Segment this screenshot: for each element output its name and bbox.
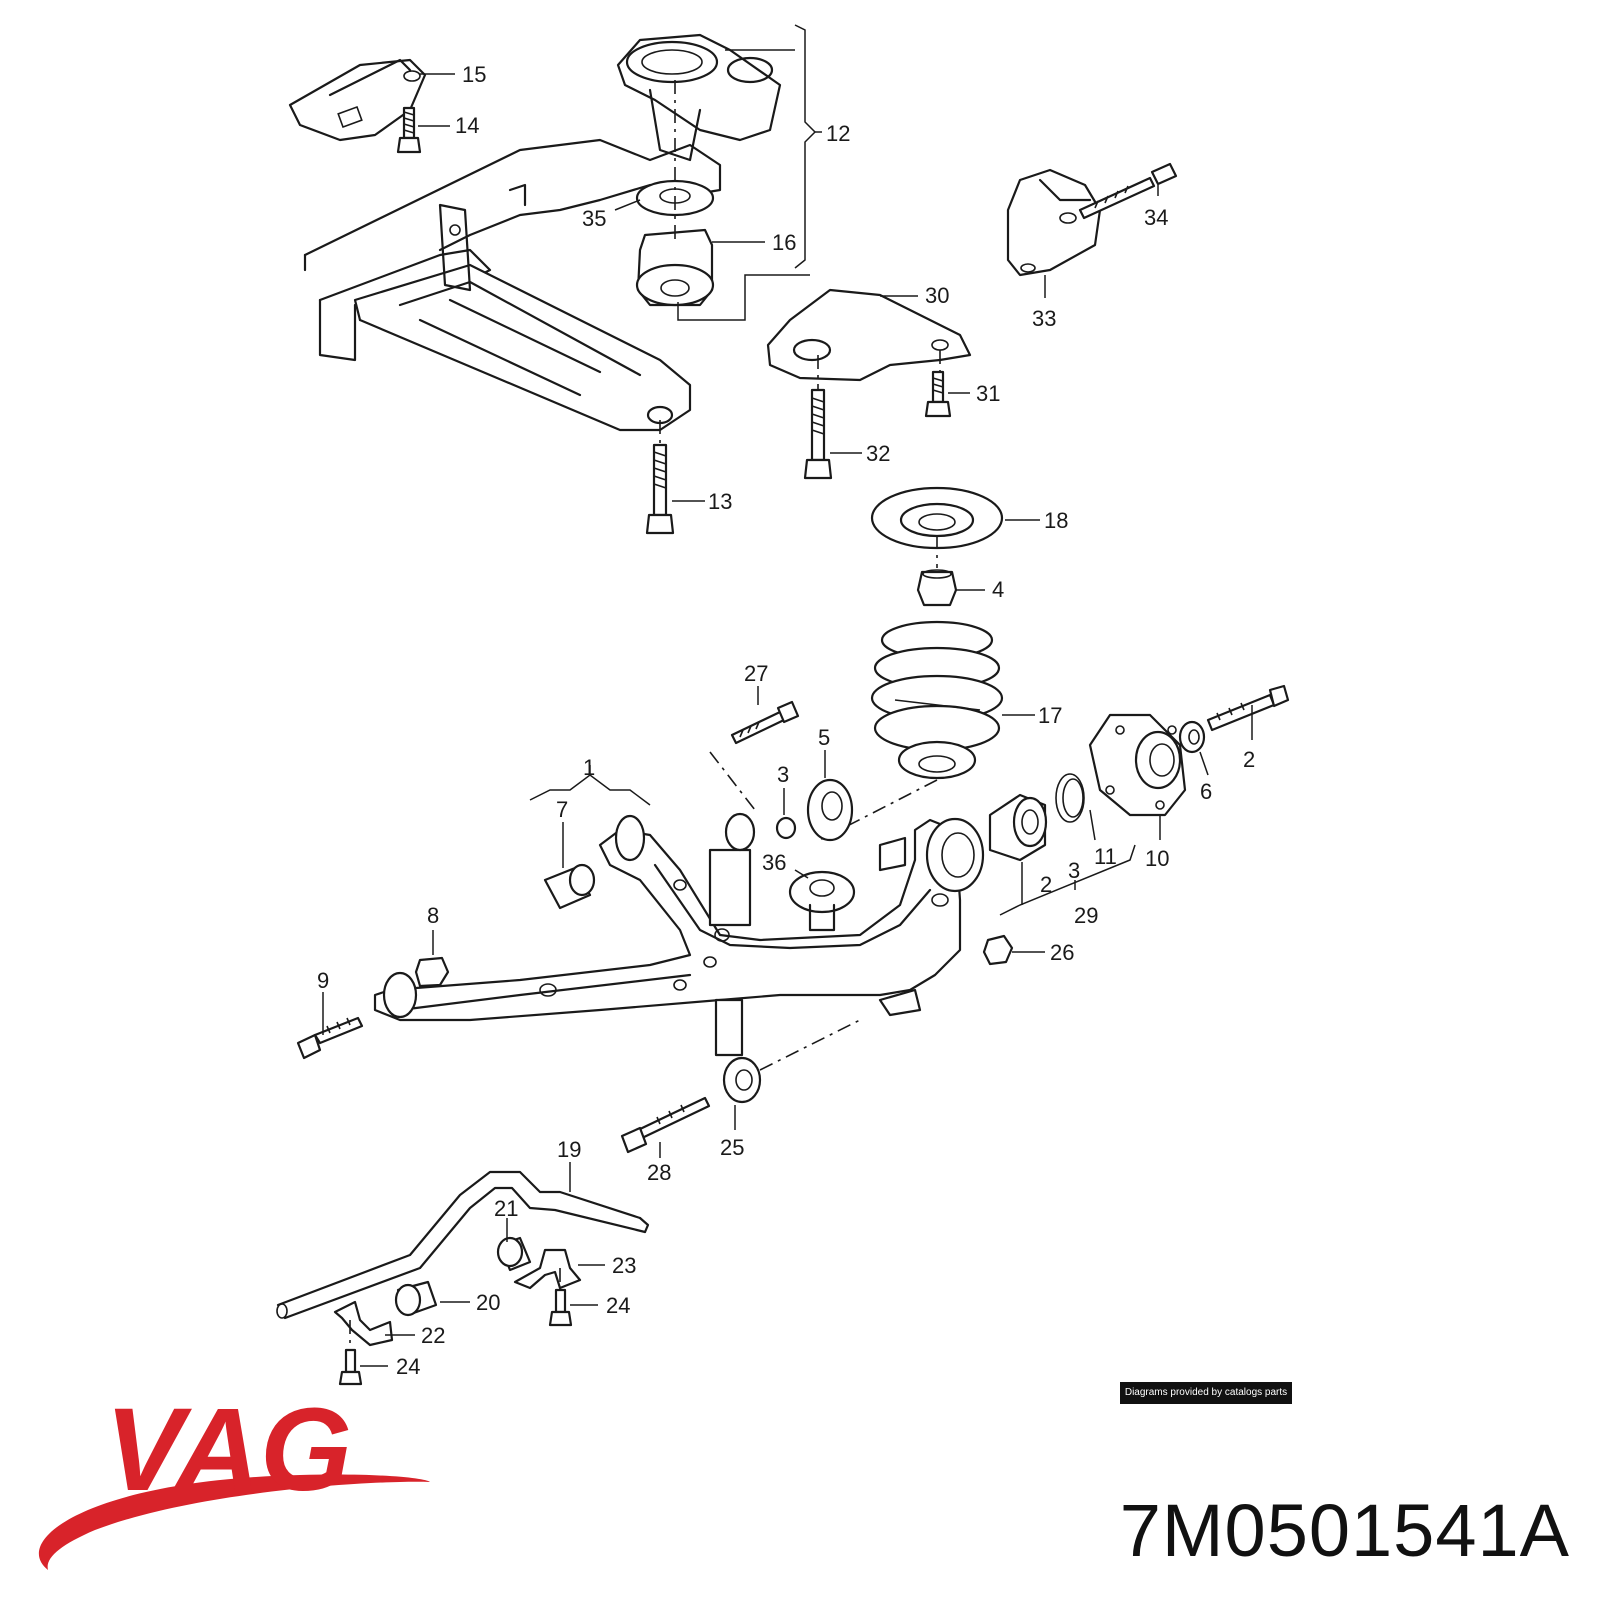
- callout-11: 11: [1094, 844, 1117, 869]
- bolt-14: [396, 106, 422, 154]
- callout-6: 6: [1200, 779, 1212, 804]
- bump-stop-boot-17: [870, 620, 1004, 780]
- callout-36: 36: [762, 850, 786, 875]
- callout-17: 17: [1038, 703, 1062, 728]
- bushing-36: [788, 870, 856, 932]
- callout-26: 26: [1050, 940, 1074, 965]
- stabilizer-bar-19: [276, 1170, 650, 1320]
- vag-logo: VAG: [38, 1384, 430, 1570]
- shock-absorber: [708, 812, 762, 1104]
- callout-20: 20: [476, 1290, 500, 1315]
- nut-3: [775, 816, 797, 840]
- callout-3-top: 3: [777, 762, 789, 787]
- nut-8: [414, 956, 450, 988]
- callout-28: 28: [647, 1160, 671, 1185]
- callout-35: 35: [582, 206, 606, 231]
- callout-24-lower: 24: [396, 1354, 420, 1379]
- spring-seat-18: [870, 486, 1004, 550]
- callout-9: 9: [317, 968, 329, 993]
- bolt-28: [620, 1096, 711, 1154]
- bushing-16: [635, 228, 715, 307]
- callout-31: 31: [976, 381, 1000, 406]
- callout-10: 10: [1145, 846, 1169, 871]
- callout-7: 7: [556, 797, 568, 822]
- callout-22: 22: [421, 1323, 445, 1348]
- callout-27: 27: [744, 661, 768, 686]
- callout-19: 19: [557, 1137, 581, 1162]
- callout-21: 21: [494, 1196, 518, 1221]
- subframe-bracket: [303, 138, 722, 432]
- callout-12: 12: [826, 121, 850, 146]
- callout-15: 15: [462, 62, 486, 87]
- wheel-hub-10: [1088, 713, 1187, 817]
- bolt-32: [803, 388, 833, 480]
- clamp-22: [333, 1300, 394, 1347]
- body-mount-12: [616, 33, 782, 162]
- bolt-9: [296, 1016, 364, 1060]
- bushing-5: [806, 778, 854, 842]
- diagram-credit-label: Diagrams provided by catalogs parts: [1120, 1382, 1292, 1404]
- callout-29: 29: [1074, 903, 1098, 928]
- callout-2-right: 2: [1243, 747, 1255, 772]
- callout-16: 16: [772, 230, 796, 255]
- callout-33: 33: [1032, 306, 1056, 331]
- callout-25: 25: [720, 1135, 744, 1160]
- callout-34: 34: [1144, 205, 1168, 230]
- bolt-24-upper: [548, 1288, 573, 1327]
- logo-swoosh: [38, 1474, 430, 1570]
- callout-32: 32: [866, 441, 890, 466]
- callout-23: 23: [612, 1253, 636, 1278]
- callout-13: 13: [708, 489, 732, 514]
- callout-24-upper: 24: [606, 1293, 630, 1318]
- logo-text: VAG: [105, 1384, 352, 1516]
- bolt-31: [924, 370, 952, 418]
- bolt-24-lower: [338, 1348, 363, 1386]
- callout-1: 1: [583, 755, 595, 780]
- bracket-33: [1006, 168, 1102, 277]
- washer-6: [1178, 720, 1206, 754]
- nut-26: [982, 934, 1014, 966]
- callout-5: 5: [818, 725, 830, 750]
- callout-8: 8: [427, 903, 439, 928]
- bolt-27: [730, 700, 800, 745]
- bolt-13: [645, 443, 675, 535]
- snap-ring-11: [1055, 773, 1085, 823]
- callout-14: 14: [455, 113, 479, 138]
- callout-18: 18: [1044, 508, 1068, 533]
- bushing-7: [543, 863, 596, 910]
- callout-3-lower: 3: [1068, 858, 1080, 883]
- bolt-2: [1206, 684, 1290, 732]
- callout-4: 4: [992, 577, 1004, 602]
- callout-30: 30: [925, 283, 949, 308]
- callout-2-lower: 2: [1040, 872, 1052, 897]
- nut-4: [916, 569, 958, 607]
- bushing-20: [394, 1280, 438, 1317]
- trailing-arm-1: [373, 814, 985, 1022]
- bolt-34: [1078, 162, 1178, 220]
- wheel-bearing-2-29: [988, 793, 1048, 862]
- bushing-21: [496, 1236, 532, 1272]
- clamp-23: [513, 1248, 582, 1290]
- part-number: 7M0501541A: [1119, 1489, 1570, 1572]
